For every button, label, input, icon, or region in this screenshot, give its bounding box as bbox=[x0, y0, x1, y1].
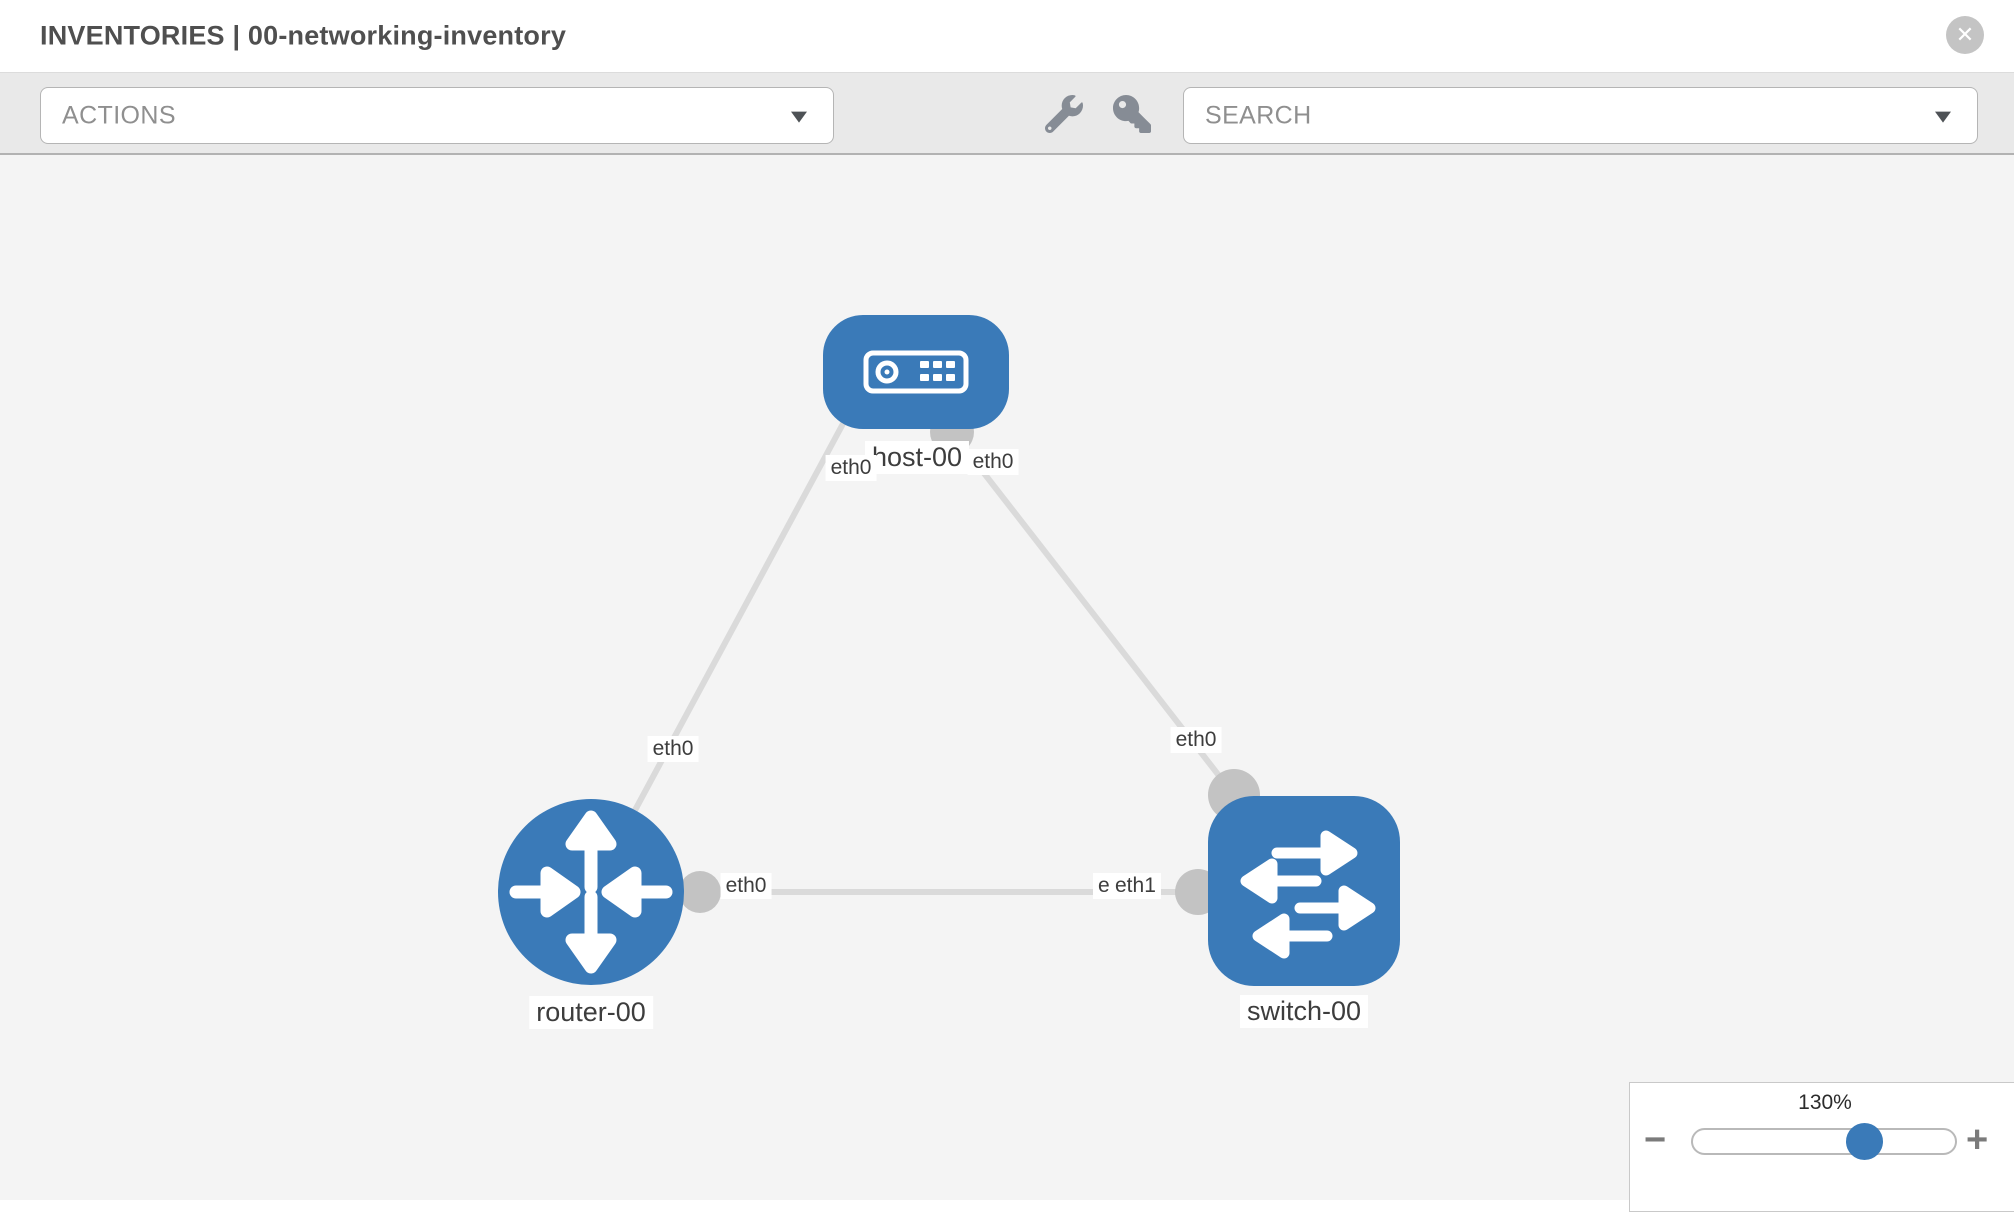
zoom-slider-track[interactable] bbox=[1691, 1128, 1957, 1155]
node-label-host: host-00 bbox=[864, 441, 970, 474]
zoom-out-button[interactable]: − bbox=[1644, 1121, 1666, 1159]
configure-button[interactable] bbox=[1042, 92, 1086, 136]
actions-dropdown-label: ACTIONS bbox=[62, 101, 176, 129]
if-label-router-right: eth0 bbox=[720, 873, 772, 899]
chevron-down-icon bbox=[1935, 111, 1951, 123]
node-host[interactable] bbox=[823, 315, 1009, 429]
toolbar: ACTIONS SEARCH bbox=[0, 73, 2014, 155]
node-label-router: router-00 bbox=[529, 996, 653, 1029]
if-label-host-right: eth0 bbox=[967, 449, 1019, 475]
router-icon bbox=[509, 810, 673, 974]
if-label-switch-top: eth0 bbox=[1170, 727, 1222, 753]
node-router[interactable] bbox=[498, 799, 684, 985]
credentials-button[interactable] bbox=[1110, 92, 1154, 136]
link-lines bbox=[588, 418, 1304, 895]
search-dropdown-label: SEARCH bbox=[1205, 101, 1312, 129]
interface-ports bbox=[679, 410, 1260, 915]
zoom-in-button[interactable]: + bbox=[1966, 1121, 1988, 1159]
if-label-router-top: eth0 bbox=[647, 736, 699, 762]
minus-icon: − bbox=[1644, 1119, 1667, 1161]
switch-icon bbox=[1240, 830, 1376, 959]
zoom-panel: 130% − + bbox=[1629, 1082, 2014, 1212]
close-icon: ✕ bbox=[1955, 22, 1975, 47]
plus-icon: + bbox=[1966, 1119, 1989, 1161]
page-title: INVENTORIES | 00-networking-inventory bbox=[40, 20, 567, 51]
port-router-right bbox=[679, 871, 721, 913]
wrench-icon bbox=[1045, 95, 1083, 133]
if-label-host-left: eth0 bbox=[825, 455, 877, 481]
if-label-switch-left-front: eth1 bbox=[1110, 873, 1161, 899]
host-icon bbox=[863, 350, 969, 394]
header: INVENTORIES | 00-networking-inventory ✕ bbox=[0, 0, 2014, 73]
chevron-down-icon bbox=[791, 111, 807, 123]
key-icon bbox=[1113, 95, 1151, 133]
topology-canvas[interactable]: host-00 router-00 switch-00 eth0 eth0 et… bbox=[0, 155, 2014, 1200]
search-dropdown[interactable]: SEARCH bbox=[1183, 87, 1978, 144]
node-label-switch: switch-00 bbox=[1239, 995, 1369, 1028]
zoom-slider-handle[interactable] bbox=[1846, 1123, 1883, 1160]
actions-dropdown[interactable]: ACTIONS bbox=[40, 87, 834, 144]
zoom-level: 130% bbox=[1798, 1091, 1852, 1114]
close-button[interactable]: ✕ bbox=[1946, 16, 1984, 54]
node-switch[interactable] bbox=[1208, 796, 1400, 986]
